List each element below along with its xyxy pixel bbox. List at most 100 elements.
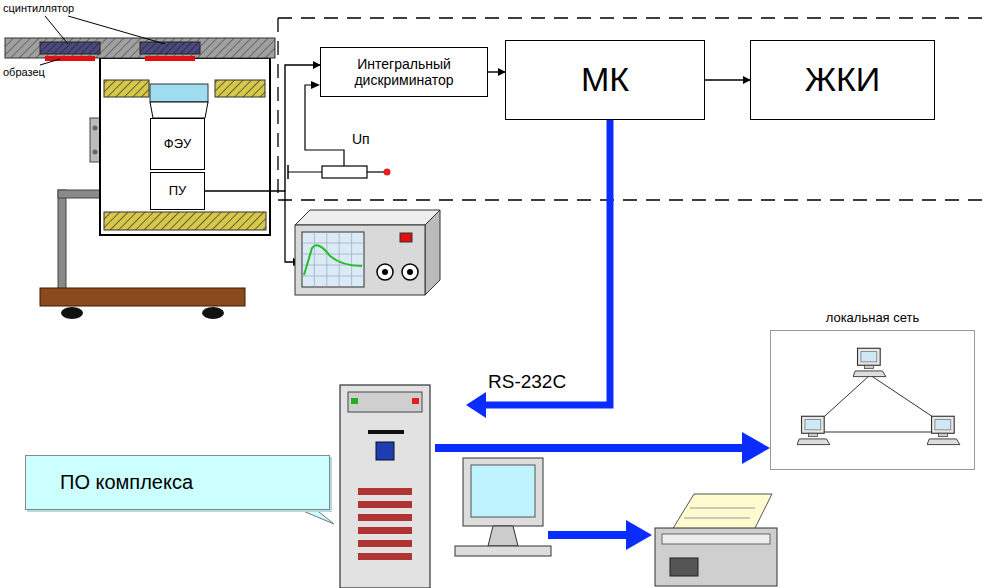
printer: [655, 494, 777, 586]
knob: [407, 269, 413, 275]
drive-bay: [348, 392, 422, 412]
network-region: локальная сеть: [770, 330, 975, 470]
wheel: [61, 307, 83, 319]
scope-screen: [302, 232, 364, 287]
vent-stripe: [358, 553, 412, 560]
printer-slot: [662, 534, 770, 544]
arrow-head: [311, 81, 320, 89]
printer-link: [548, 531, 628, 539]
vent-stripe: [358, 540, 412, 547]
network-link: [435, 444, 744, 452]
scope-wire: [285, 191, 296, 262]
microcontroller-box: МК: [505, 40, 705, 120]
signal-name: Uп: [352, 132, 370, 147]
knob: [377, 264, 393, 280]
signal-arrow: [705, 79, 750, 80]
node-text: ПУ: [169, 184, 187, 199]
pulse-trace: [304, 245, 362, 275]
arrow-head: [466, 392, 486, 418]
leader-line: [68, 16, 165, 44]
paper-line: [684, 518, 750, 519]
sample: [145, 56, 195, 61]
wire: [288, 171, 322, 172]
part-label: сцинтиллятор: [3, 2, 74, 14]
shield-ring: [104, 212, 266, 230]
top-plate: [5, 38, 275, 58]
computer-tower: [340, 385, 430, 588]
led: [412, 398, 419, 404]
monitor-stand: [488, 526, 518, 546]
dashed-region: [278, 18, 985, 200]
light-guide: [150, 84, 208, 102]
printer-panel: [670, 558, 698, 576]
rs232-link: [482, 120, 610, 405]
shield-ring: [215, 80, 265, 97]
pc-icon: [927, 416, 960, 444]
scintillator: [140, 42, 200, 54]
detector-assembly: [5, 16, 275, 319]
pc-icon: [853, 348, 886, 376]
vent-stripe: [358, 488, 412, 495]
wire: [305, 85, 344, 166]
oscilloscope: [295, 210, 440, 295]
knob: [402, 264, 418, 280]
grid-line: [314, 232, 315, 287]
node-text: ПО комплекса: [60, 471, 193, 494]
grid-line: [302, 276, 364, 277]
shield-ring: [104, 80, 149, 97]
scope-front: [295, 225, 425, 295]
leader-line: [45, 16, 68, 44]
vent-stripe: [358, 501, 412, 508]
bolt: [93, 150, 98, 155]
terminal: [384, 169, 391, 176]
slot: [368, 430, 404, 434]
discriminator-box: Интегральный дискриминатор: [320, 47, 488, 97]
wire: [367, 171, 384, 172]
part-label: образец: [3, 66, 45, 78]
pmt-box: ФЭУ: [150, 118, 205, 170]
grid-line: [351, 232, 352, 287]
vent-stripe: [358, 514, 412, 521]
node-text: ФЭУ: [164, 137, 192, 152]
scope-side: [425, 210, 440, 295]
grid-line: [326, 232, 327, 287]
node-text: Интегральный дискриминатор: [321, 56, 487, 88]
vent-stripe: [358, 527, 412, 534]
preamp-box: ПУ: [150, 172, 205, 210]
network-icons: [797, 348, 960, 444]
grid-line: [302, 243, 364, 244]
region-heading: локальная сеть: [771, 311, 974, 326]
mount-plate: [90, 118, 100, 162]
scope-top: [295, 210, 440, 225]
resistor-symbol: [322, 166, 367, 178]
lcd-box: ЖКИ: [750, 40, 935, 120]
callout-tail: [296, 508, 334, 524]
network-cable: [815, 432, 945, 433]
interface-name: RS-232C: [488, 372, 566, 393]
printer-paper: [672, 494, 772, 530]
monitor-base: [455, 546, 551, 556]
housing: [100, 58, 270, 235]
leader-line: [40, 59, 60, 65]
pc-icon: [797, 416, 830, 444]
power-button: [400, 233, 412, 242]
scintillator: [40, 42, 100, 54]
led: [351, 398, 358, 404]
node-text: ЖКИ: [805, 60, 881, 99]
signal-arrow: [488, 71, 505, 72]
signal-arrow: [205, 65, 320, 191]
stand-post: [58, 190, 66, 290]
button: [376, 442, 394, 460]
monitor-screen: [471, 465, 535, 517]
tower-case: [340, 385, 430, 588]
paper-line: [690, 508, 755, 509]
monitor-case: [463, 458, 543, 526]
bolt: [93, 126, 98, 131]
arrow-head: [742, 432, 770, 464]
wheel: [202, 307, 224, 319]
printer-body: [655, 528, 777, 586]
software-callout: ПО комплекса: [25, 455, 330, 510]
base-plate: [40, 288, 245, 306]
